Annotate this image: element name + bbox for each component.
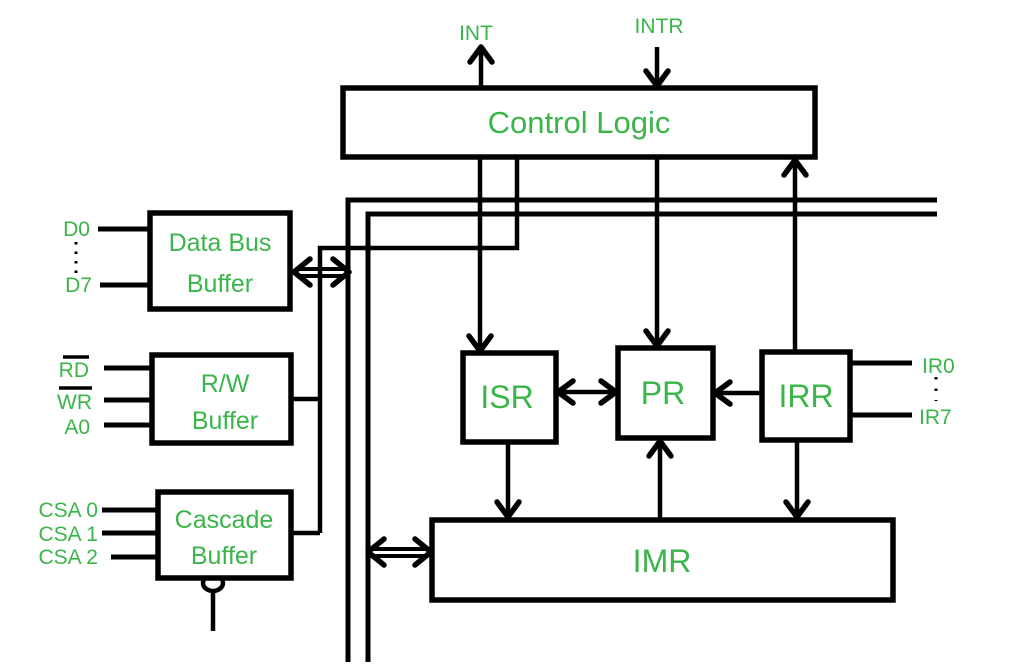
block-labels: Control Logic Data Bus Buffer R/W Buffer… <box>169 105 834 579</box>
int-up-arrowhead <box>467 44 495 65</box>
imr-bus-left-arrowhead <box>365 536 387 568</box>
bus-lines <box>291 155 937 662</box>
irr-label: IRR <box>778 378 833 414</box>
d7-pin-label: D7 <box>65 274 92 297</box>
imr-label: IMR <box>633 543 692 579</box>
connection-lines <box>299 47 800 558</box>
csa2-pin-label: CSA 2 <box>38 546 98 569</box>
d0-pin-label: D0 <box>63 218 90 241</box>
cascade-buffer-label-line1: Cascade <box>175 506 274 534</box>
isr-label: ISR <box>480 379 533 415</box>
irr-box <box>759 349 853 443</box>
pin-lead-lines <box>59 226 938 631</box>
data-bus-buffer-label-line2: Buffer <box>187 270 253 298</box>
ir0-pin-label: IR0 <box>922 355 955 378</box>
rw-buffer-label-line2: Buffer <box>192 407 258 435</box>
pr-top-arrowhead <box>643 328 671 349</box>
pin-labels: INT INTR D0 D7 RD WR A0 CSA 0 CSA 1 CSA … <box>38 15 954 569</box>
rd-pin-label: RD <box>59 359 89 382</box>
internal-bus-line-1 <box>345 197 937 662</box>
arrowheads <box>291 44 811 568</box>
pr-bottom-arrowhead <box>646 438 674 459</box>
databus-right-arrowhead <box>330 256 352 288</box>
pr-label: PR <box>641 375 685 411</box>
int-pin-label: INT <box>459 22 493 45</box>
a0-pin-label: A0 <box>64 416 90 439</box>
intr-down-arrowhead <box>643 68 671 89</box>
imr-top-right-arrowhead <box>783 499 811 520</box>
imr-bus-right-arrowhead <box>412 536 434 568</box>
buffer-bus-line <box>317 155 520 533</box>
data-bus-buffer-box <box>147 210 293 312</box>
control-logic-label: Control Logic <box>488 105 671 140</box>
data-bus-buffer-label-line1: Data Bus <box>169 229 272 257</box>
isr-box <box>460 350 559 445</box>
cascade-buffer-box <box>155 489 294 581</box>
control-logic-box <box>340 85 818 160</box>
isr-right-arrowhead <box>555 378 576 406</box>
control-bottom-arrowhead <box>781 157 809 178</box>
pr-right-arrowhead <box>712 379 733 407</box>
wr-pin-label: WR <box>57 391 92 414</box>
imr-box <box>429 517 896 603</box>
intr-pin-label: INTR <box>635 15 684 38</box>
pr-left-arrowhead <box>598 378 619 406</box>
rw-buffer-box <box>149 352 294 446</box>
internal-bus-line-2 <box>365 211 937 662</box>
cascade-buffer-label-line2: Buffer <box>191 542 257 570</box>
databus-left-arrowhead <box>291 256 313 288</box>
imr-top-left-arrowhead <box>494 499 522 520</box>
isr-top-arrowhead <box>466 333 494 354</box>
ir7-pin-label: IR7 <box>919 406 952 429</box>
csa0-pin-label: CSA 0 <box>38 499 98 522</box>
csa1-pin-label: CSA 1 <box>38 523 98 546</box>
rw-buffer-label-line1: R/W <box>201 370 250 398</box>
